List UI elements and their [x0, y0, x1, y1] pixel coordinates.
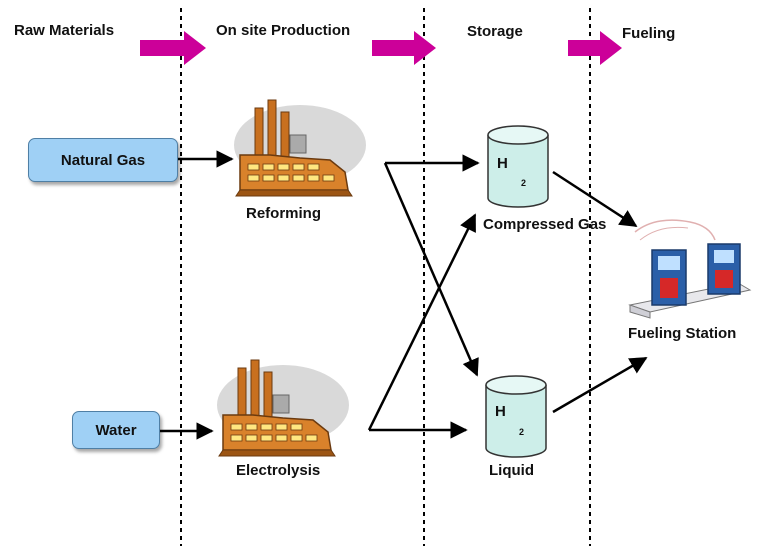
liquid-h-symbol: H [495, 403, 506, 420]
compressed-gas-label: Compressed Gas [483, 216, 607, 233]
electrolysis-label: Electrolysis [236, 462, 321, 479]
compressed-h-subscript: 2 [521, 178, 527, 188]
liquid-label: Liquid [489, 462, 534, 479]
fueling-station-label: Fueling Station [628, 325, 737, 342]
compressed-gas-tank-icon [487, 125, 549, 208]
stage-label-production: On site Production [216, 22, 351, 39]
flow-arrow-reforming-liquid [383, 162, 479, 377]
flow-arrow-electrolysis-compressed [367, 213, 477, 431]
reforming-label: Reforming [246, 205, 321, 222]
liquid-h-subscript: 2 [519, 427, 525, 437]
stage-label-fueling: Fueling [622, 25, 676, 42]
reforming-factory-icon [234, 99, 366, 197]
stage-label-raw-materials: Raw Materials [14, 22, 115, 39]
stage-arrow-2 [372, 31, 436, 65]
liquid-tank-icon [485, 375, 547, 458]
fueling-station-icon [628, 219, 752, 319]
stage-label-storage: Storage [467, 23, 523, 40]
flow-arrow-compressed-station [552, 170, 638, 228]
water-box: Water [72, 411, 160, 449]
flow-arrow-liquid-station [552, 356, 648, 414]
stage-arrow-1 [140, 31, 206, 65]
natural-gas-box: Natural Gas [28, 138, 178, 182]
stage-arrow-3 [568, 31, 622, 65]
electrolysis-factory-icon [217, 359, 349, 457]
compressed-h-symbol: H [497, 155, 508, 172]
